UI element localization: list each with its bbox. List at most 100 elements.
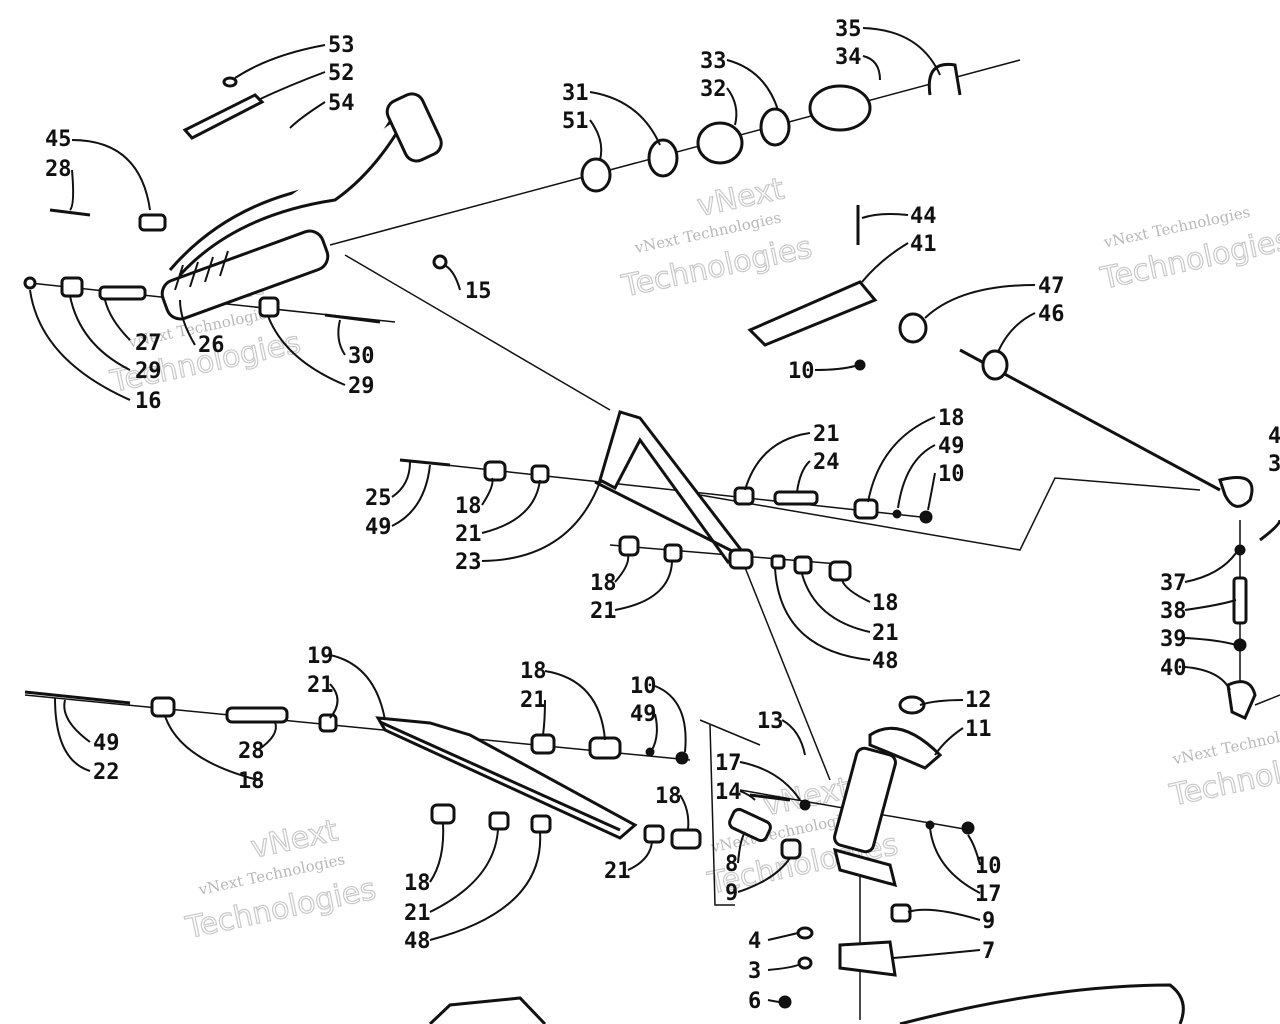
- washer: [797, 956, 813, 970]
- callout-49: 49: [93, 731, 120, 756]
- rod-end-edge: [1259, 519, 1280, 542]
- leader-lines: [29, 27, 1237, 1003]
- a-arm-edge: [379, 720, 621, 832]
- callout-48: 48: [404, 929, 431, 954]
- callout-31: 31: [562, 81, 589, 106]
- nut: [961, 821, 975, 835]
- washer: [796, 926, 814, 940]
- cap: [898, 695, 926, 715]
- bracket: [838, 940, 897, 977]
- callout-41: 41: [910, 232, 937, 257]
- callout-18: 18: [455, 494, 482, 519]
- spring: [808, 84, 872, 132]
- callout-21: 21: [520, 688, 547, 713]
- callout-45: 45: [45, 127, 72, 152]
- tie-rod-end: [1218, 476, 1280, 721]
- bolt: [49, 208, 91, 217]
- shock-absorber-body: [160, 229, 330, 321]
- callout-40: 40: [1160, 656, 1187, 681]
- callout-10: 10: [788, 359, 815, 384]
- bolt: [399, 458, 451, 467]
- washer: [892, 509, 902, 519]
- callout-49: 49: [938, 434, 965, 459]
- bushing: [780, 838, 802, 860]
- callout-16: 16: [135, 389, 162, 414]
- spindle-assembly: [428, 695, 1185, 1024]
- callout-18: 18: [520, 659, 547, 684]
- callout-54: 54: [328, 91, 355, 116]
- callout-53: 53: [328, 33, 355, 58]
- bushing: [483, 460, 507, 482]
- rod-lower-line: [1254, 694, 1280, 706]
- washer: [770, 554, 786, 570]
- nut: [919, 510, 933, 524]
- bushing: [853, 498, 879, 520]
- lower-a-arm: [24, 690, 702, 850]
- nut: [222, 76, 238, 88]
- bushing: [588, 736, 622, 760]
- callout-21: 21: [872, 621, 899, 646]
- bushing: [663, 543, 683, 563]
- callout-34: 34: [835, 45, 862, 70]
- callout-18: 18: [938, 406, 965, 431]
- callout-35: 35: [835, 17, 862, 42]
- callout-17: 17: [715, 751, 742, 776]
- ski-rear: [899, 983, 1185, 1024]
- callout-49: 49: [630, 702, 657, 727]
- callout-21: 21: [590, 599, 617, 624]
- bushing: [530, 733, 556, 755]
- callout-18: 18: [872, 591, 899, 616]
- callout-15: 15: [465, 279, 492, 304]
- callout-9: 9: [982, 909, 995, 934]
- bushing: [530, 814, 552, 834]
- bushing: [430, 803, 456, 825]
- callout-21: 21: [813, 422, 840, 447]
- callout-11: 11: [965, 717, 992, 742]
- callout-26: 26: [198, 333, 225, 358]
- upper-a-arm: [399, 410, 933, 582]
- callout-6: 6: [748, 989, 761, 1014]
- bushing: [898, 312, 928, 344]
- sleeve: [773, 490, 819, 506]
- upper-right-arm: [747, 205, 1221, 492]
- callout-18: 18: [590, 571, 617, 596]
- spindle-foot: [832, 847, 898, 888]
- sleeve: [225, 706, 289, 724]
- bushing: [618, 535, 640, 557]
- callout-47: 47: [1038, 274, 1065, 299]
- washer: [647, 138, 679, 178]
- callout-13: 13: [757, 709, 784, 734]
- nut: [854, 359, 866, 371]
- washer: [1234, 544, 1246, 556]
- bushing: [733, 486, 755, 506]
- bushing: [890, 903, 912, 923]
- callout-33: 33: [700, 49, 727, 74]
- callout-29: 29: [348, 374, 375, 399]
- shock-link-rod-edge: [178, 109, 412, 277]
- clip: [927, 62, 962, 96]
- callout-18: 18: [238, 769, 265, 794]
- callout-10: 10: [630, 674, 657, 699]
- callout-21: 21: [455, 522, 482, 547]
- callout-38: 38: [1160, 599, 1187, 624]
- callout-24: 24: [813, 450, 840, 475]
- nut: [432, 254, 448, 270]
- washer: [925, 820, 935, 830]
- callout-4: 4: [748, 929, 761, 954]
- callout-8: 8: [725, 852, 738, 877]
- callout-25: 25: [365, 486, 392, 511]
- rod-end-lower: [1226, 680, 1257, 721]
- callout-49: 49: [365, 515, 392, 540]
- callout-30: 30: [348, 344, 375, 369]
- shock-reservoir: [385, 92, 443, 163]
- callout-12: 12: [965, 688, 992, 713]
- callout-4-partial: 4: [1268, 424, 1280, 449]
- callout-48: 48: [872, 649, 899, 674]
- bushing: [138, 213, 167, 232]
- callout-51: 51: [562, 109, 589, 134]
- spring: [696, 121, 744, 165]
- bolt: [324, 313, 381, 324]
- bushing: [828, 560, 852, 582]
- nut: [799, 799, 811, 811]
